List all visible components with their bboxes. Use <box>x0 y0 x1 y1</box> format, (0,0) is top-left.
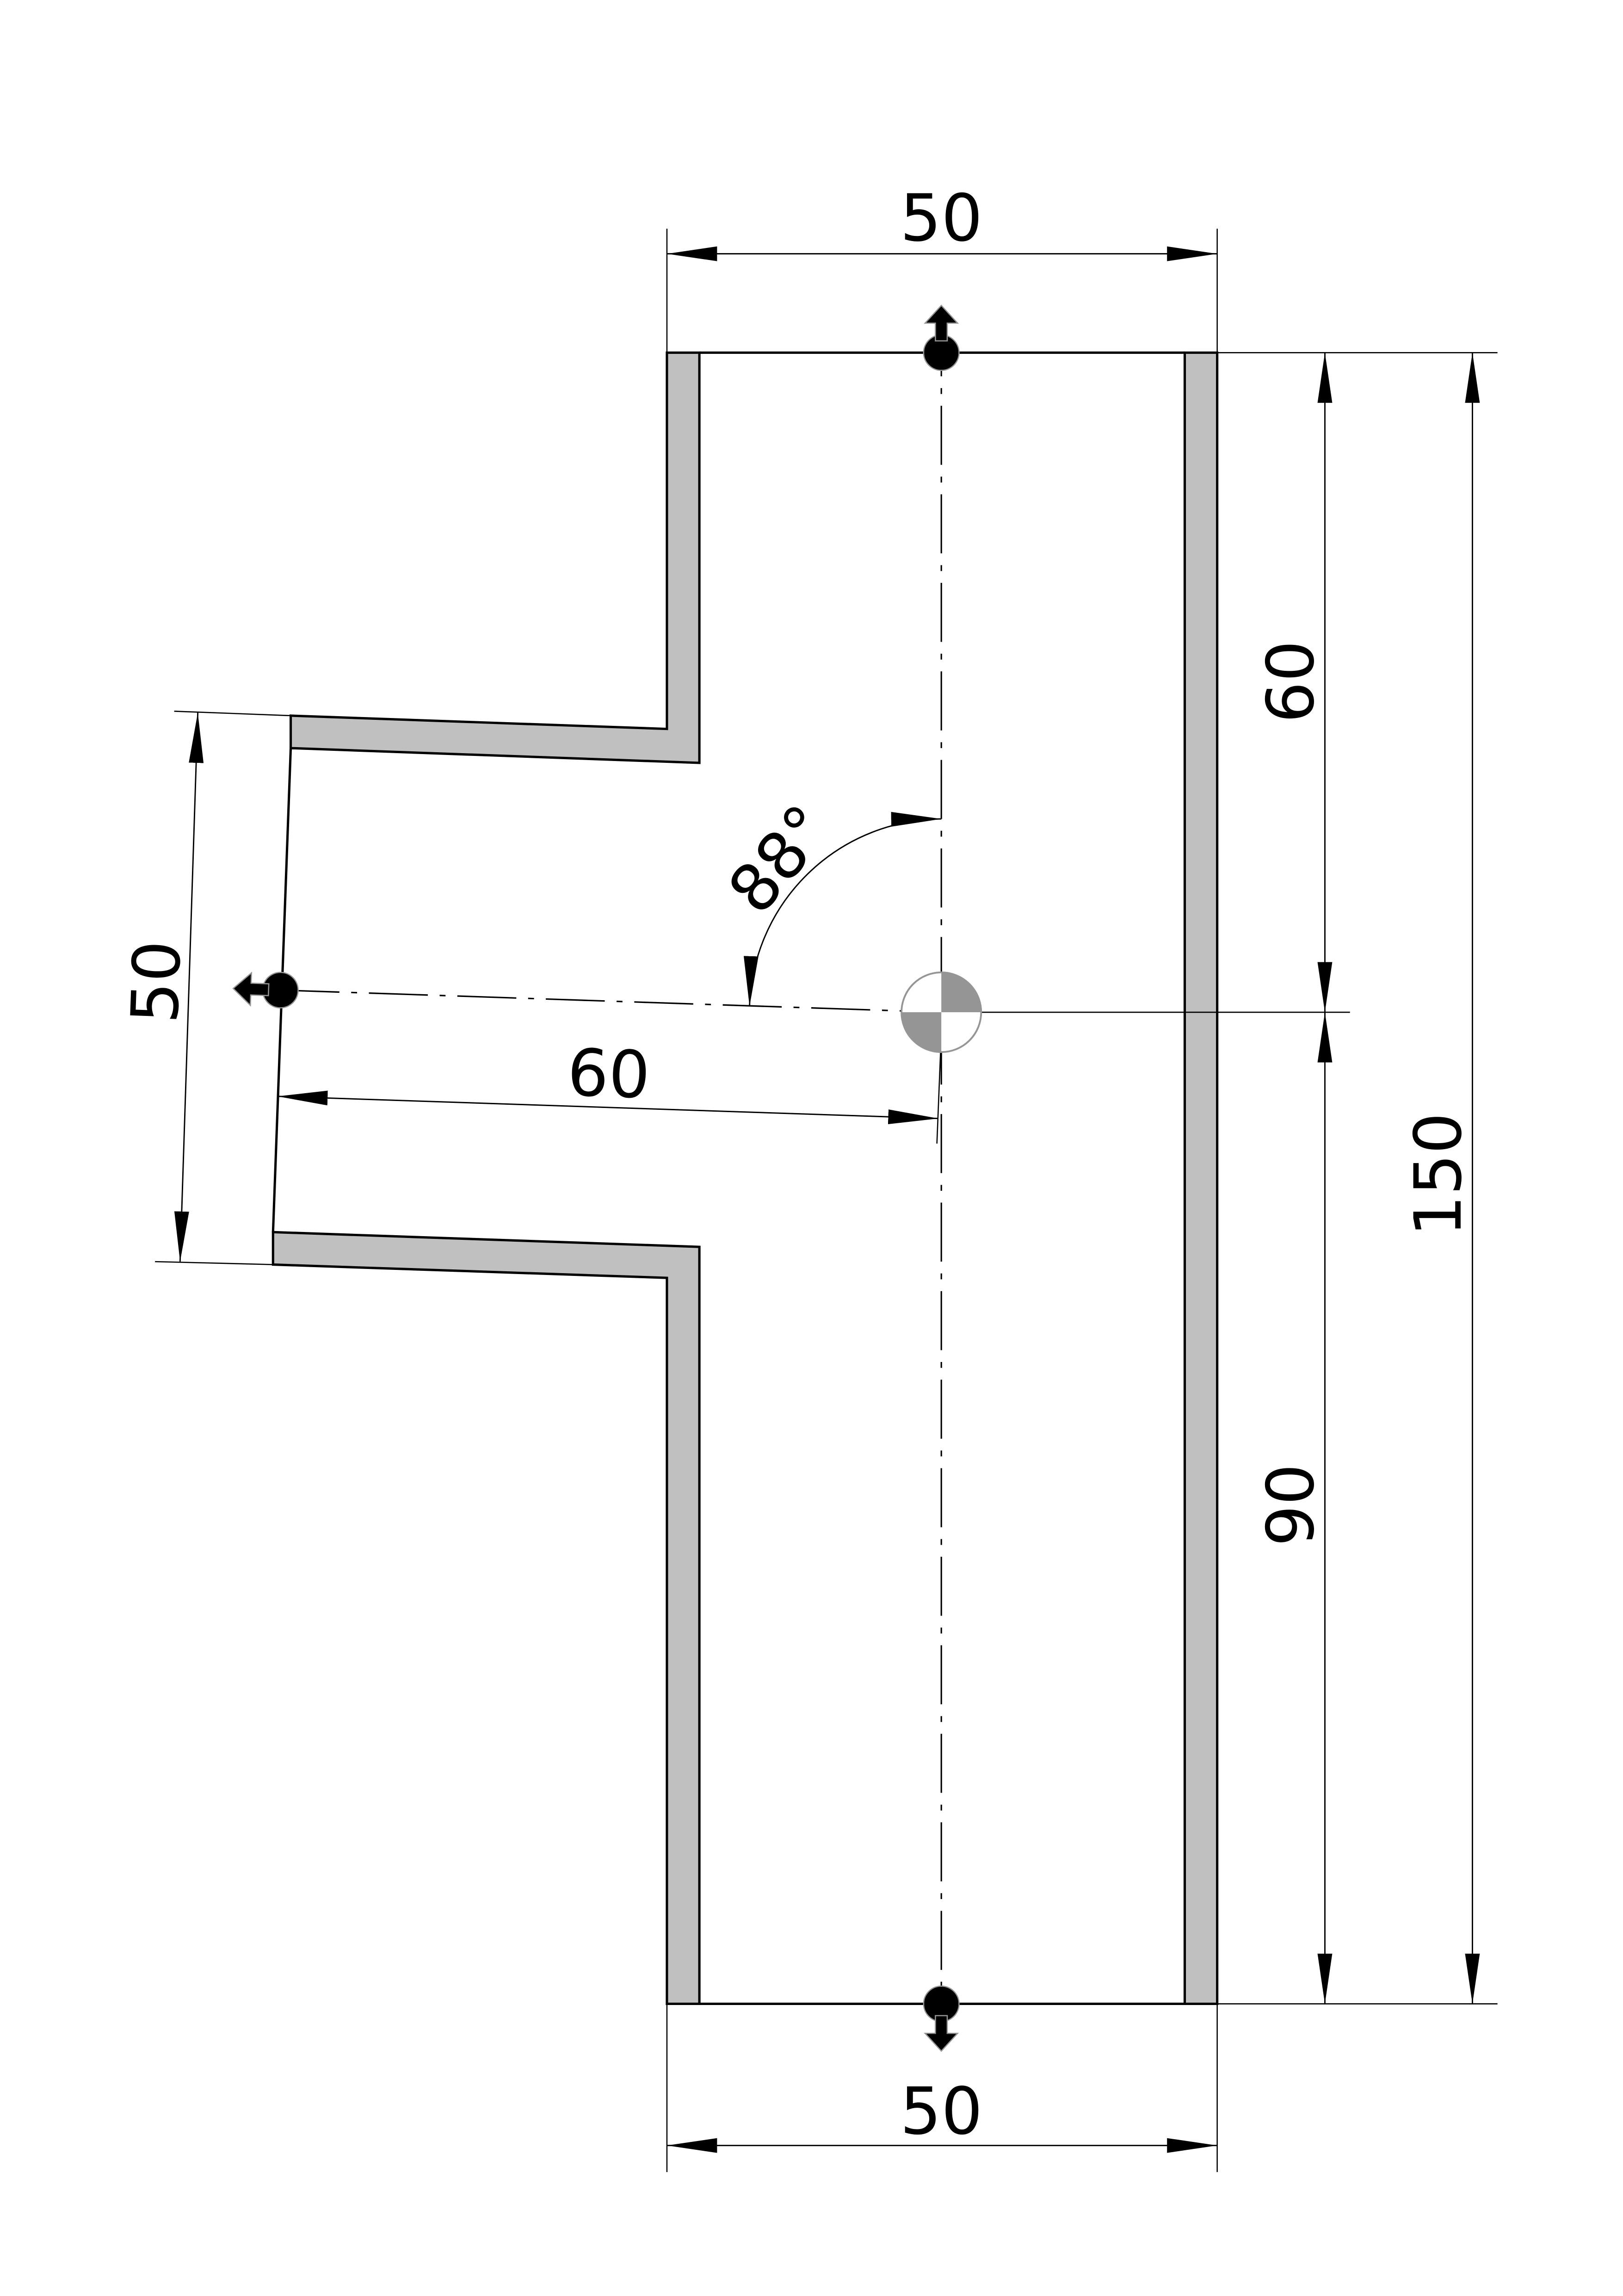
label-total-height: 150 <box>1401 1113 1476 1237</box>
label-branch-length: 60 <box>566 1035 651 1114</box>
dim-branch-length <box>277 1090 938 1125</box>
label-branch-angle: 88° <box>714 791 846 928</box>
main-left-wall-upper <box>290 351 701 764</box>
pipe-body <box>272 351 1219 2005</box>
label-lower-height: 90 <box>1253 1464 1329 1547</box>
bottom-port-icon <box>923 1985 960 2052</box>
top-port-icon <box>923 304 960 371</box>
main-left-wall-lower <box>272 1231 701 2005</box>
label-bottom-width: 50 <box>900 2074 983 2149</box>
main-right-wall <box>1183 351 1219 2005</box>
port-markers <box>232 304 960 2052</box>
dim-branch-width <box>174 712 204 1262</box>
center-symbol <box>901 972 982 1053</box>
label-top-width: 50 <box>900 181 983 256</box>
extension-lines <box>155 229 1498 2172</box>
label-upper-height: 60 <box>1253 640 1329 723</box>
centerlines <box>280 317 942 2044</box>
dim-angle-arc <box>743 812 942 1007</box>
branch-centerline <box>280 989 942 1013</box>
label-branch-width: 50 <box>117 940 196 1025</box>
branch-port-icon <box>232 972 299 1009</box>
dimension-lines <box>174 246 1480 2153</box>
